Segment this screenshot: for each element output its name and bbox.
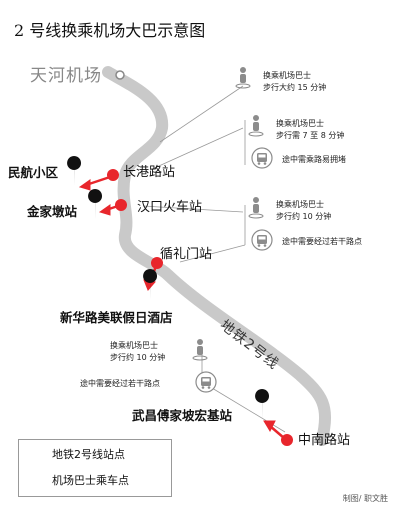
note-hankou-walk: 换乘机场巴士步行约 10 分钟 [276,200,332,221]
airport-label: 天河机场 [30,66,102,86]
note-zhongnan-walk: 换乘机场巴士步行约 10 分钟 [110,341,166,362]
legend-bus-label: 机场巴士乘车点 [52,474,129,487]
station-dot-hankou [115,199,127,211]
walk-icon-zhongnan [192,339,208,361]
bus-stop-label-jinjiadun: 金家墩站 [27,204,78,219]
station-label-zhongnan: 中南路站 [298,433,351,448]
note-hankou-bus: 途中需要经过若干路点 [282,237,362,246]
bus-icon-hankou [251,229,273,251]
bus-stop-label-xinhua: 新华路美联假日酒店 [60,310,173,325]
station-dot-changgang [107,169,119,181]
airport-marker [115,70,125,80]
note-airport-walk: 换乘机场巴士步行大约 15 分钟 [263,71,327,92]
station-label-fanli: 循礼门站 [160,247,213,262]
station-label-hankou: 汉口火车站 [137,200,203,215]
note-changgang-walk: 换乘机场巴士步行需 7 至 8 分钟 [276,119,345,140]
credit: 制图/ 职文胜 [342,494,388,503]
bus-pin-minhang [67,156,82,186]
walk-icon-changgang [248,115,264,137]
bus-pin-wuchang [255,389,270,420]
station-label-changgang: 长港路站 [123,165,176,180]
bus-icon-zhongnan [195,371,217,393]
walk-icon-hankou [248,197,264,219]
page-title: 2 号线换乘机场大巴示意图 [14,21,206,40]
station-dot-fanli [151,257,163,269]
walk-icons [192,67,264,361]
bus-icon-changgang [251,147,273,169]
bus-pin-xinhua [143,269,158,300]
bus-stop-label-wuchang: 武昌傅家坡宏基站 [132,408,233,423]
metro-line-2 [102,66,331,446]
transfer-arrows [78,174,285,439]
station-dot-zhongnan [281,434,293,446]
legend-metro-label: 地铁2号线站点 [52,448,125,461]
bus-stop-label-minhang: 民航小区 [8,165,59,180]
bus-pins [67,156,270,420]
walk-icon-airport [235,67,251,89]
bus-icons [195,147,273,393]
note-zhongnan-bus: 途中需要经过若干路点 [80,379,160,388]
legend [18,439,172,497]
note-changgang-bus: 途中需乘路易拥堵 [282,155,346,164]
bus-pin-jinjiadun [88,189,103,220]
